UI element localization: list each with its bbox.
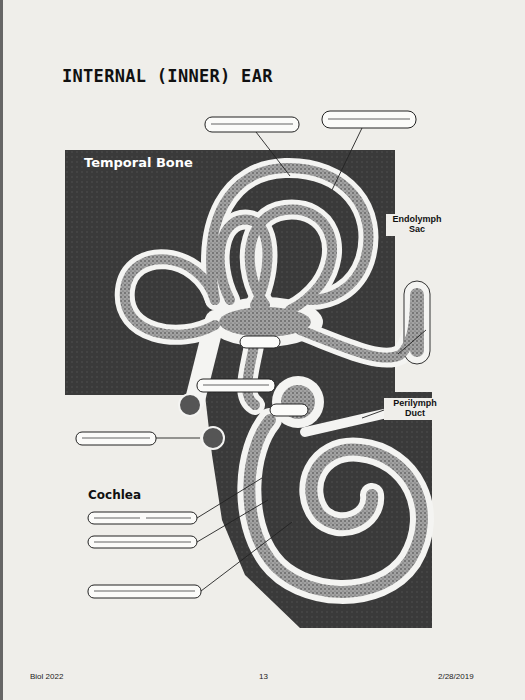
round-window [202, 427, 224, 449]
utricle [219, 307, 311, 337]
membranous-labyrinth [125, 168, 422, 592]
blank-label-box [76, 111, 416, 598]
page-title: INTERNAL (INNER) EAR [62, 66, 273, 86]
page-number: 13 [259, 672, 268, 681]
endolymph-sac [410, 288, 424, 357]
leader-line [156, 128, 426, 591]
footer-date: 2/28/2019 [438, 672, 474, 681]
footer-course: Biol 2022 [30, 672, 63, 681]
region-label: Temporal Bone [84, 155, 193, 170]
blank-box-inner-line [82, 119, 410, 591]
saccule-wall [272, 376, 324, 428]
oval-window [179, 394, 201, 416]
part-label: Perilymph Duct [384, 398, 446, 420]
temporal-bone [65, 150, 432, 628]
part-label: Cochlea [88, 488, 141, 502]
labyrinth-wall [125, 168, 422, 592]
page-shadow [0, 0, 3, 700]
part-label: Endolymph Sac [386, 214, 448, 236]
